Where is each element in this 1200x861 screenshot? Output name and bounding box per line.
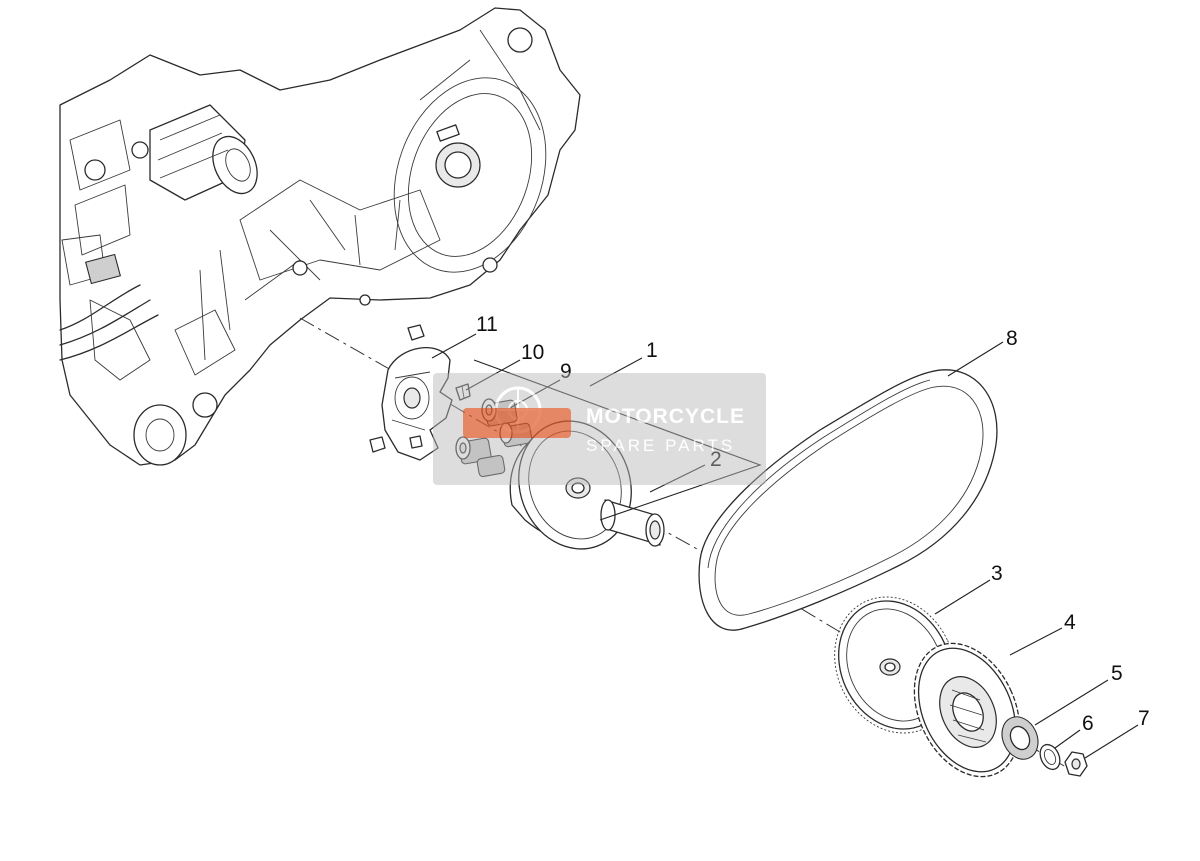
leader-lines bbox=[431, 333, 1139, 759]
slider-guides bbox=[369, 324, 425, 453]
part-4-fixed-pulley bbox=[913, 642, 1021, 778]
part-8-drive-belt bbox=[698, 369, 998, 631]
callout-10: 10 bbox=[521, 341, 544, 364]
callout-6: 6 bbox=[1082, 712, 1094, 735]
callout-9: 9 bbox=[560, 360, 572, 383]
callout-7: 7 bbox=[1138, 707, 1150, 730]
part-10-clip bbox=[455, 383, 471, 401]
watermark-logo-icon bbox=[463, 386, 571, 438]
callout-2: 2 bbox=[710, 448, 722, 471]
watermark: MOTORCYCLE SPARE PARTS bbox=[433, 373, 766, 485]
callout-11: 11 bbox=[476, 313, 498, 336]
part-7-nut bbox=[1064, 751, 1088, 777]
part-6-washer bbox=[1039, 743, 1061, 771]
watermark-title: MOTORCYCLE bbox=[586, 405, 745, 428]
watermark-subtitle: SPARE PARTS bbox=[586, 436, 735, 455]
engine-crankcase bbox=[59, 7, 581, 466]
part-5-hub bbox=[1001, 716, 1039, 760]
callout-4: 4 bbox=[1064, 611, 1076, 634]
callout-5: 5 bbox=[1111, 662, 1123, 685]
callout-labels: 11 10 9 1 2 8 3 4 5 6 7 bbox=[476, 313, 1150, 735]
watermark-accent-bar bbox=[463, 408, 571, 438]
callout-3: 3 bbox=[991, 562, 1003, 585]
part-11-ramp-plate bbox=[381, 347, 453, 461]
callout-8: 8 bbox=[1006, 327, 1018, 350]
callout-1: 1 bbox=[646, 339, 658, 362]
